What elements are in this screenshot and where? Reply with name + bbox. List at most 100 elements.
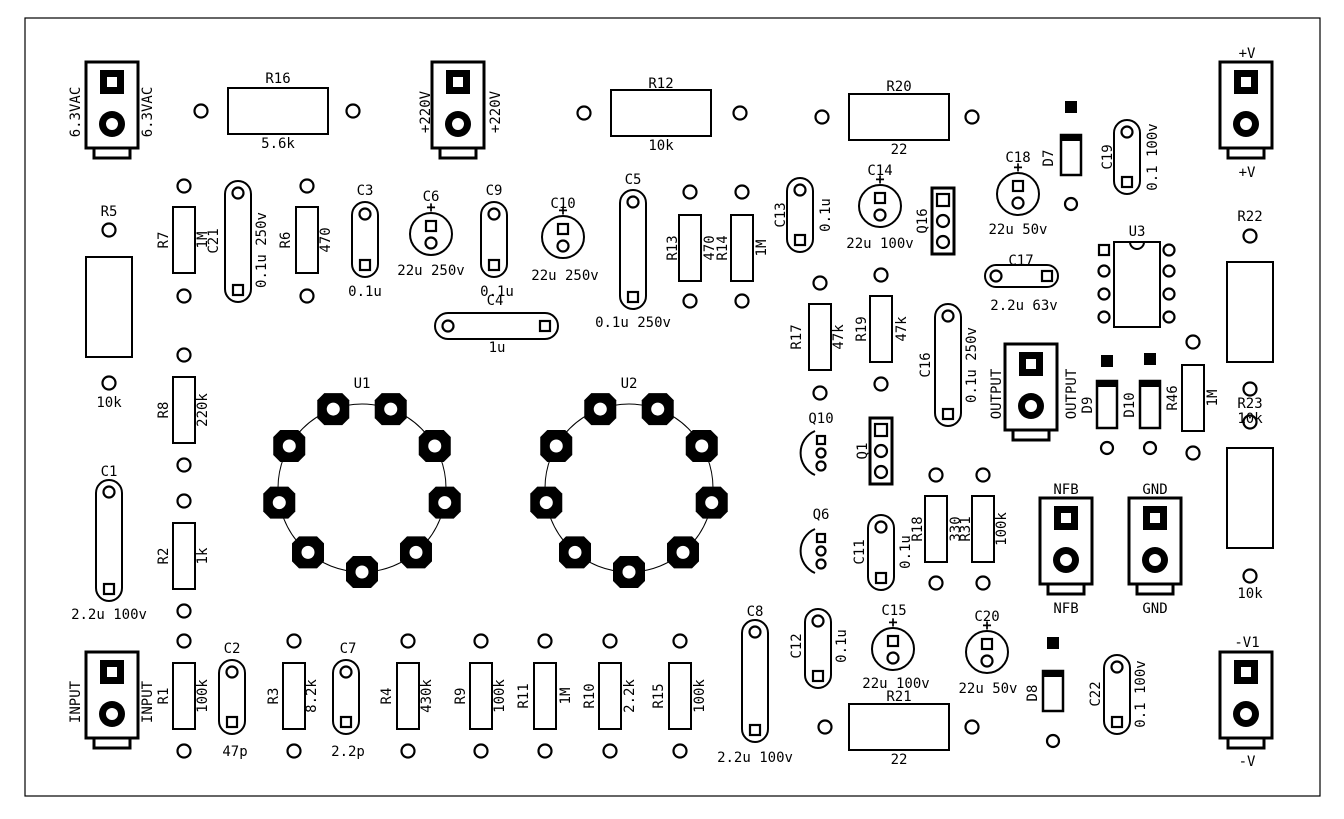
connector-label: +V xyxy=(1239,46,1256,62)
connector-label: GND xyxy=(1142,482,1167,498)
resistor-body xyxy=(172,662,196,730)
transistor-outline xyxy=(799,430,816,476)
pad xyxy=(815,447,827,459)
capacitor-c8: C82.2u 100v xyxy=(717,604,793,766)
capacitor-value: 0.1u xyxy=(834,629,850,663)
resistor-value: 22 xyxy=(891,142,908,158)
resistor-value: 330 xyxy=(948,516,964,541)
square-pad xyxy=(538,319,552,333)
capacitor-ref: C14 xyxy=(867,163,892,179)
square-pad xyxy=(1065,101,1077,113)
capacitor-ref: C13 xyxy=(773,202,789,227)
capacitor-ref: C2 xyxy=(224,641,241,657)
pad-hole xyxy=(106,708,118,720)
resistor-r18: R18 330 xyxy=(910,467,964,591)
resistor-ref: R20 xyxy=(886,79,911,95)
square-pad xyxy=(873,191,887,205)
pad-hole xyxy=(1061,513,1071,523)
capacitor-body xyxy=(867,514,895,591)
pad xyxy=(1045,733,1061,749)
resistor-ref: R21 xyxy=(886,689,911,705)
resistor-body xyxy=(1226,261,1274,363)
resistor-value: 100k xyxy=(692,679,708,713)
transistor-ref: Q6 xyxy=(813,507,830,523)
pad xyxy=(1162,287,1176,301)
capacitor-value: 22u 100v xyxy=(846,236,913,252)
transistor-q1: Q1 xyxy=(855,416,894,486)
pad-hole xyxy=(355,565,369,579)
pad xyxy=(400,633,416,649)
transistor-body xyxy=(930,186,956,256)
square-pad xyxy=(1047,637,1059,649)
pad xyxy=(339,665,353,679)
capacitor-ref: C15 xyxy=(881,603,906,619)
pad xyxy=(989,269,1003,283)
pad xyxy=(176,457,192,473)
resistor-ref: R6 xyxy=(278,232,294,249)
connector-label: NFB xyxy=(1053,482,1078,498)
capacitor-body xyxy=(858,184,902,228)
capacitor-ref: C7 xyxy=(340,641,357,657)
square-pad xyxy=(1120,175,1134,189)
pad xyxy=(928,575,944,591)
pad xyxy=(193,103,209,119)
resistor-value: 470 xyxy=(318,227,334,252)
pad-hole xyxy=(1150,513,1160,523)
resistor-body xyxy=(172,376,196,444)
pad xyxy=(815,558,827,570)
pad-hole xyxy=(1240,708,1252,720)
pad xyxy=(1242,381,1258,397)
diode-band xyxy=(1061,135,1081,141)
pad xyxy=(1110,660,1124,674)
pad xyxy=(101,222,117,238)
pad xyxy=(102,485,116,499)
capacitor-value: 0.1 100v xyxy=(1133,660,1149,727)
resistor-ref: R14 xyxy=(715,235,731,260)
square-pad xyxy=(811,669,825,683)
connector-tab xyxy=(438,146,478,160)
resistor-value: 10k xyxy=(1237,586,1263,602)
resistor-value: 470 xyxy=(702,235,718,260)
resistor-body xyxy=(678,214,702,282)
diode-d8: D8 xyxy=(1025,637,1065,749)
capacitor-value: 0.1u xyxy=(818,198,834,232)
capacitor-ref: C17 xyxy=(1008,253,1033,269)
pad xyxy=(1242,414,1258,430)
pad-hole xyxy=(1241,77,1251,87)
tube-ref: U2 xyxy=(621,376,638,392)
capacitor-body xyxy=(741,619,769,743)
resistor-body xyxy=(533,662,557,730)
diode-ref: D9 xyxy=(1080,397,1096,414)
capacitor-value: 22u 250v xyxy=(397,263,464,279)
pad-hole xyxy=(272,496,286,510)
resistor-ref: R18 xyxy=(910,516,926,541)
capacitor-value: 0.1u xyxy=(348,284,382,300)
pad xyxy=(299,178,315,194)
diode-d7: D7 xyxy=(1041,101,1083,212)
pad xyxy=(1242,568,1258,584)
square-pad xyxy=(1101,355,1113,367)
capacitor-value: 22u 50v xyxy=(988,222,1047,238)
resistor-value: 10k xyxy=(648,138,674,154)
pad xyxy=(1097,310,1111,324)
square-pad xyxy=(225,715,239,729)
pad xyxy=(358,207,372,221)
pad xyxy=(602,633,618,649)
pad xyxy=(873,267,889,283)
pad xyxy=(1162,264,1176,278)
